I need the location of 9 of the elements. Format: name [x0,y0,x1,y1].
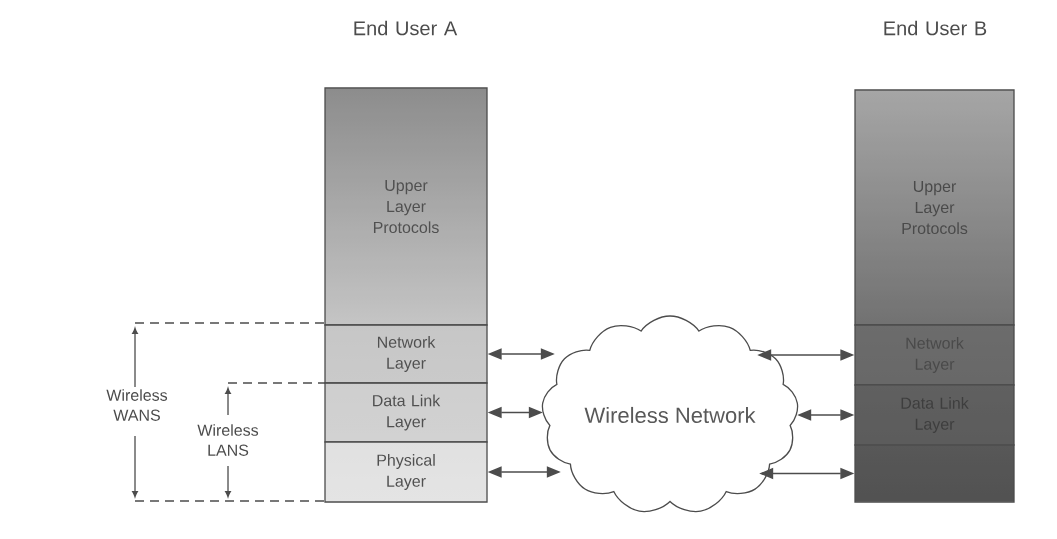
range-label: Wireless WANS [106,389,168,421]
layer-box: Network Layer [324,324,488,384]
range-label: Wireless LANS [197,424,259,456]
layer-box [854,444,1015,503]
heading: End User A [354,20,458,36]
heading: End User B [884,20,987,36]
layer-box: Physical Layer [324,441,488,503]
layer-box: Data Link Layer [324,382,488,443]
cloud: Wireless Network [541,315,799,513]
